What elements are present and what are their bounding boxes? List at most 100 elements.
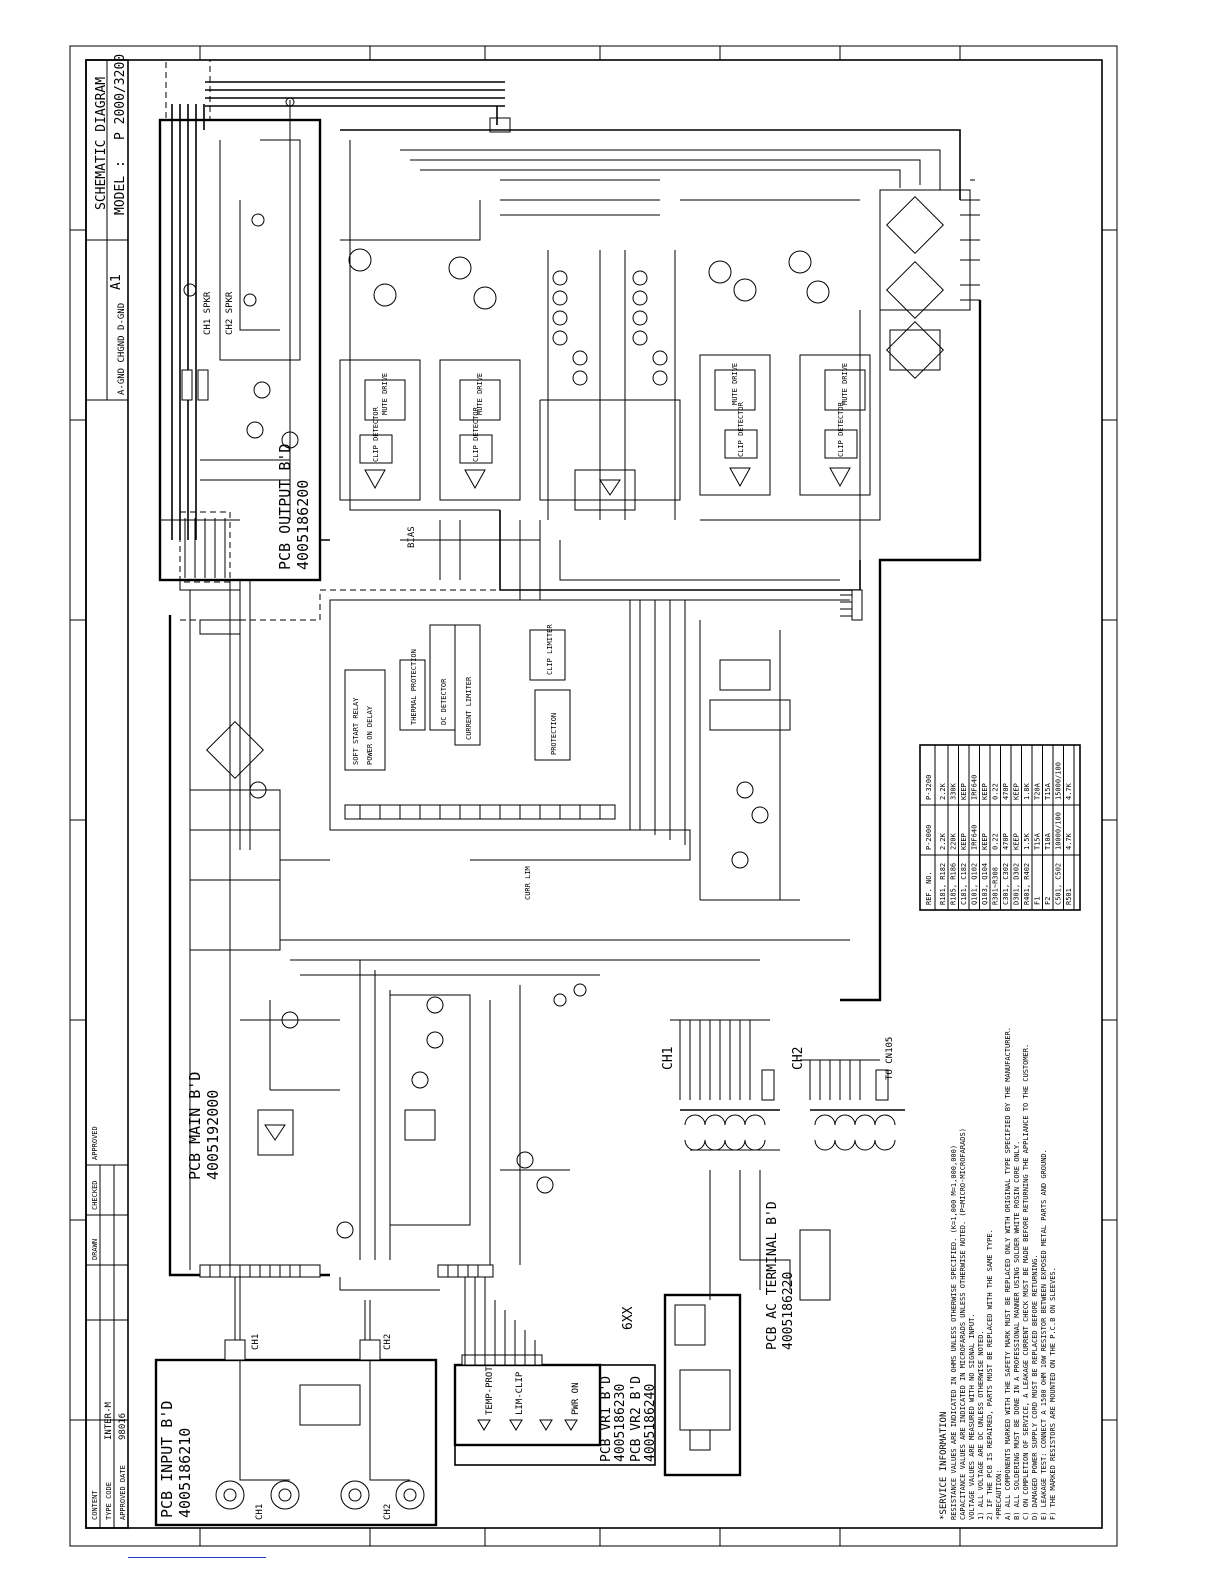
transformer-ch2: CH2 — [791, 1047, 806, 1070]
input-ch1-top: CH1 — [251, 1334, 261, 1350]
page-link-underline[interactable] — [128, 1557, 266, 1558]
service-notes: *SERVICE INFORMATION RESISTANCE VALUES A… — [939, 1027, 1057, 1520]
input-ch2-top: CH2 — [383, 1334, 393, 1350]
table-header-ref: REF. NO. — [925, 871, 933, 905]
bias-label: BIAS — [407, 526, 417, 548]
notes-line: CAPACITANCE VALUES ARE INDICATED IN MICR… — [959, 1128, 967, 1520]
table-cell: Q103, Q104 — [981, 863, 989, 905]
table-cell: T10A — [1044, 832, 1052, 850]
main-board-section: SOFT START RELAY POWER ON DELAY THERMAL … — [168, 579, 860, 1291]
ground-symbols: A-GND CHGND D-GND — [117, 303, 127, 395]
table-cell: 1.8K — [1023, 782, 1031, 800]
notes-line: RESISTANCE VALUES ARE INDICATED IN OHMS … — [950, 1145, 958, 1520]
vr1-board-code: 4005186230 — [613, 1384, 628, 1462]
table-cell: C181, C182 — [960, 863, 968, 905]
table-cell: D301, D302 — [1013, 863, 1021, 905]
curr-lim-label: CURR LIM — [524, 866, 532, 900]
table-cell: 4.7K — [1065, 782, 1073, 800]
notes-line: D) DAMAGED POWER SUPPLY CORD MUST BE REP… — [1031, 1254, 1039, 1520]
amplifier-section: MUTE DRIVE MUTE DRIVE MUTE DRIVE MUTE DR… — [319, 106, 982, 1002]
notes-line: E) LEAKAGE TEST: CONNECT A 1500 OHM 10W … — [1040, 1149, 1048, 1520]
tb-content: CONTENT — [91, 1490, 99, 1520]
block-protection: PROTECTION — [550, 713, 558, 755]
company-name: INTER-M — [104, 1401, 114, 1440]
table-cell: R181, R182 — [939, 863, 947, 905]
clip-block-1: CLIP DETECTOR — [372, 406, 380, 462]
clip-block-3: CLIP DETECTOR — [737, 401, 745, 457]
table-cell: KEEP — [981, 783, 989, 800]
table-cell: 2.2K — [939, 832, 947, 850]
input-board-name: PCB INPUT B'D — [158, 1401, 176, 1518]
temp-prot-label: TEMP-PROT — [485, 1366, 495, 1415]
table-cell: KEEP — [960, 783, 968, 800]
vr2-board-code: 4005186240 — [643, 1384, 658, 1462]
notes-line: 1) ALL VOLTAGE ARE DC UNLESS OTHERWISE N… — [977, 1330, 985, 1520]
notes-line: *PRECAUTION: — [995, 1469, 1003, 1520]
title-block: SCHEMATIC DIAGRAM MODEL : P 2000/3200 A1… — [85, 54, 129, 1529]
outer-frame — [69, 45, 1118, 1547]
table-cell: IRF640 — [971, 775, 979, 800]
pwr-on-label: PWR ON — [571, 1382, 581, 1415]
ac-board-name: PCB AC TERMINAL B'D — [765, 1201, 780, 1350]
to-cn-label: TO CN105 — [885, 1037, 895, 1080]
notes-line: VOLTAGE VALUES ARE MEASURED WITH NO SIGN… — [968, 1313, 976, 1520]
table-cell: R185, R186 — [950, 863, 958, 905]
input-ch2-bottom: CH2 — [383, 1504, 393, 1520]
clip-block-4: CLIP DETECTOR — [837, 401, 845, 457]
ac-terminal-section: PCB AC TERMINAL B'D 4005186220 — [663, 1170, 831, 1477]
table-cell: 330K — [950, 782, 958, 800]
table-cell: 0.22 — [992, 833, 1000, 850]
table-cell: R301~R308 — [992, 867, 1000, 905]
vr1-board-name: PCB VR1 B'D — [599, 1376, 614, 1462]
tb-approved: APPROVED — [91, 1126, 99, 1160]
mute-block-3: MUTE DRIVE — [731, 363, 739, 405]
table-cell: KEEP — [960, 833, 968, 850]
table-cell: Q101, Q102 — [971, 863, 979, 905]
input-ch1-bottom: CH1 — [255, 1504, 265, 1520]
output-board-section: CH1 SPKR CH2 SPKR PCB OUTPUT B'D 4005186… — [158, 97, 322, 583]
tb-type-code: TYPE CODE — [105, 1482, 113, 1520]
table-cell: 1.5K — [1023, 832, 1031, 850]
notes-line: 2) IF THE PCB IS REPAIRED, PARTS MUST BE… — [986, 1229, 994, 1520]
table-header-p2000: P-2000 — [925, 825, 933, 850]
main-board-code: 4005192000 — [204, 1090, 222, 1180]
block-current-limiter: CURRENT LIMITER — [465, 676, 473, 740]
table-cell: KEEP — [1013, 833, 1021, 850]
transformer-ch1: CH1 — [661, 1047, 676, 1070]
table-cell: C501, C502 — [1055, 863, 1063, 905]
table-cell: 10000/100 — [1055, 812, 1063, 850]
table-cell: 4.7K — [1065, 832, 1073, 850]
table-cell: KEEP — [1013, 783, 1021, 800]
table-cell: KEEP — [981, 833, 989, 850]
spkr1-label: CH1 SPKR — [203, 291, 213, 335]
lim-clip-label: LIM-CLIP — [515, 1371, 525, 1415]
table-cell: C301, C302 — [1002, 863, 1010, 905]
output-board-name: PCB OUTPUT B'D — [276, 444, 294, 570]
vr-board-section: TEMP-PROT LIM-CLIP PWR ON PCB VR1 B'D 40… — [453, 1277, 658, 1466]
speaker-output-connector — [165, 59, 505, 540]
vr-suffix: 6XX — [621, 1306, 636, 1330]
table-cell: F1 — [1034, 897, 1042, 905]
main-board-name: PCB MAIN B'D — [186, 1072, 204, 1180]
notes-line: B) ALL SOLDERING MUST BE DONE IN A PROFE… — [1013, 1141, 1021, 1520]
table-cell: 470P — [1002, 833, 1010, 850]
model-label: MODEL : — [113, 160, 128, 215]
clip-block-2: CLIP DETECTOR — [472, 406, 480, 462]
table-cell: IRF640 — [971, 825, 979, 850]
block-clip-limiter: CLIP LIMITER — [546, 624, 554, 675]
notes-line: F) THE MARKED RESISTORS ARE MOUNTED ON T… — [1049, 1267, 1057, 1520]
tb-checked: CHECKED — [91, 1180, 99, 1210]
tb-approved-date: APPROVED DATE — [119, 1465, 127, 1520]
ac-board-code: 4005186220 — [781, 1272, 796, 1350]
output-board-code: 4005186200 — [294, 480, 312, 570]
diagram-title: SCHEMATIC DIAGRAM — [94, 77, 109, 210]
table-cell: 0.22 — [992, 783, 1000, 800]
table-cell: F2 — [1044, 897, 1052, 905]
mute-block-2: MUTE DRIVE — [476, 373, 484, 415]
tb-drawn: DRAWN — [91, 1239, 99, 1260]
table-cell: 220K — [950, 832, 958, 850]
notes-line: A) ALL COMPONENTS MARKED WITH THE SAFETY… — [1004, 1027, 1012, 1520]
block-dc-detector: DC DETECTOR — [440, 678, 448, 725]
